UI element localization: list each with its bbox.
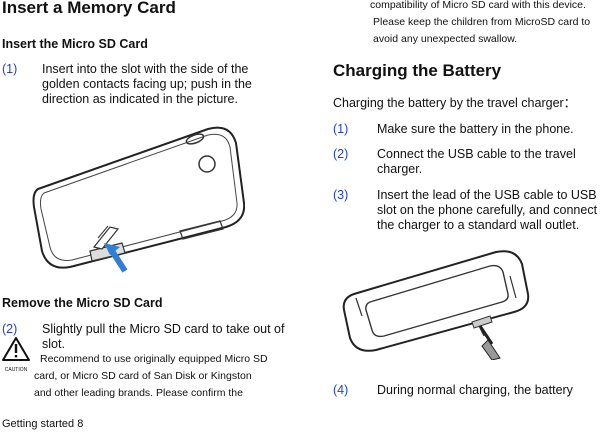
step-number: (1) [333,122,349,136]
step-number: (4) [333,383,349,397]
page-title: Insert a Memory Card [2,0,176,17]
caution-text: card, or Micro SD card of San Disk or Ki… [34,370,252,382]
caution-text: Recommend to use originally equipped Mic… [40,353,268,365]
step-number: (2) [2,322,18,336]
step-text: Slightly pull the Micro SD card to take … [42,322,285,351]
usb-charging-illustration [340,250,535,360]
caution-label: CAUTION [4,367,28,373]
step-number: (3) [333,188,349,202]
footer-page-label: Getting started 8 [2,418,84,430]
caution-continued: avoid any unexpected swallow. [373,33,518,45]
step-number: (2) [333,147,349,161]
step-text: Insert into the slot with the side of th… [42,62,252,106]
step-text: Connect the USB cable to the travel char… [377,147,576,176]
charging-title: Charging the Battery [333,61,502,80]
insert-sd-heading: Insert the Micro SD Card [2,37,148,51]
remove-sd-heading: Remove the Micro SD Card [2,296,163,310]
sd-card-insert-illustration [30,123,245,273]
caution-continued: Please keep the children from MicroSD ca… [373,16,591,28]
caution-icon: CAUTION [1,336,31,373]
step-text: Make sure the battery in the phone. [377,122,574,136]
caution-text: and other leading brands. Please confirm… [34,387,243,399]
charging-intro: Charging the battery by the travel charg… [333,96,577,110]
step-text: During normal charging, the battery [377,383,573,397]
caution-continued: compatibility of Micro SD card with this… [370,0,586,11]
step-number: (1) [2,62,18,76]
step-text: Insert the lead of the USB cable to USB … [377,188,598,232]
